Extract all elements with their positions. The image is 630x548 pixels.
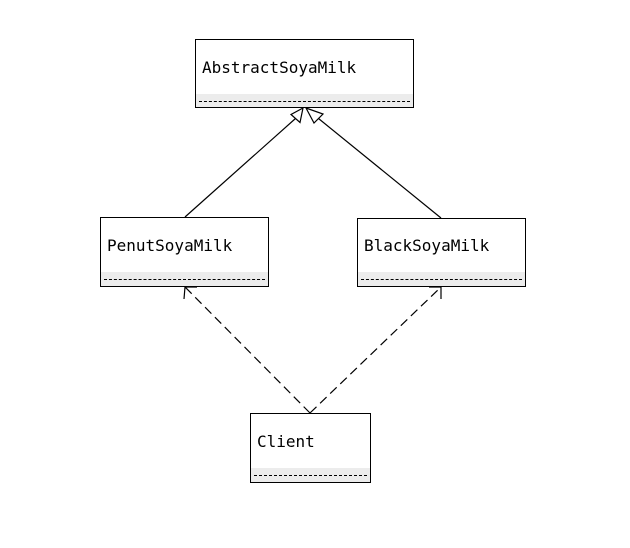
generalization-line-penut — [184, 118, 296, 218]
dependency-arrowhead-penut — [183, 286, 197, 300]
class-name-black-soya-milk: BlackSoyaMilk — [358, 219, 525, 273]
dependency-line-penut — [184, 286, 311, 414]
generalization-line-black — [318, 118, 442, 219]
class-attributes-section — [196, 94, 413, 107]
class-attributes-section — [358, 272, 525, 286]
class-attributes-section — [251, 468, 370, 482]
class-box-black-soya-milk: BlackSoyaMilk — [357, 218, 526, 287]
class-attributes-section — [101, 272, 268, 286]
class-name-penut-soya-milk: PenutSoyaMilk — [101, 218, 268, 273]
dependency-arrowhead-black — [429, 286, 442, 299]
generalization-arrowhead-black — [304, 106, 325, 124]
class-name-abstract-soya-milk: AbstractSoyaMilk — [196, 40, 413, 95]
generalization-arrowhead-penut — [289, 106, 304, 124]
class-box-abstract-soya-milk: AbstractSoyaMilk — [195, 39, 414, 108]
class-box-penut-soya-milk: PenutSoyaMilk — [100, 217, 269, 287]
class-box-client: Client — [250, 413, 371, 483]
class-name-client: Client — [251, 414, 370, 469]
dependency-line-black — [309, 286, 442, 414]
